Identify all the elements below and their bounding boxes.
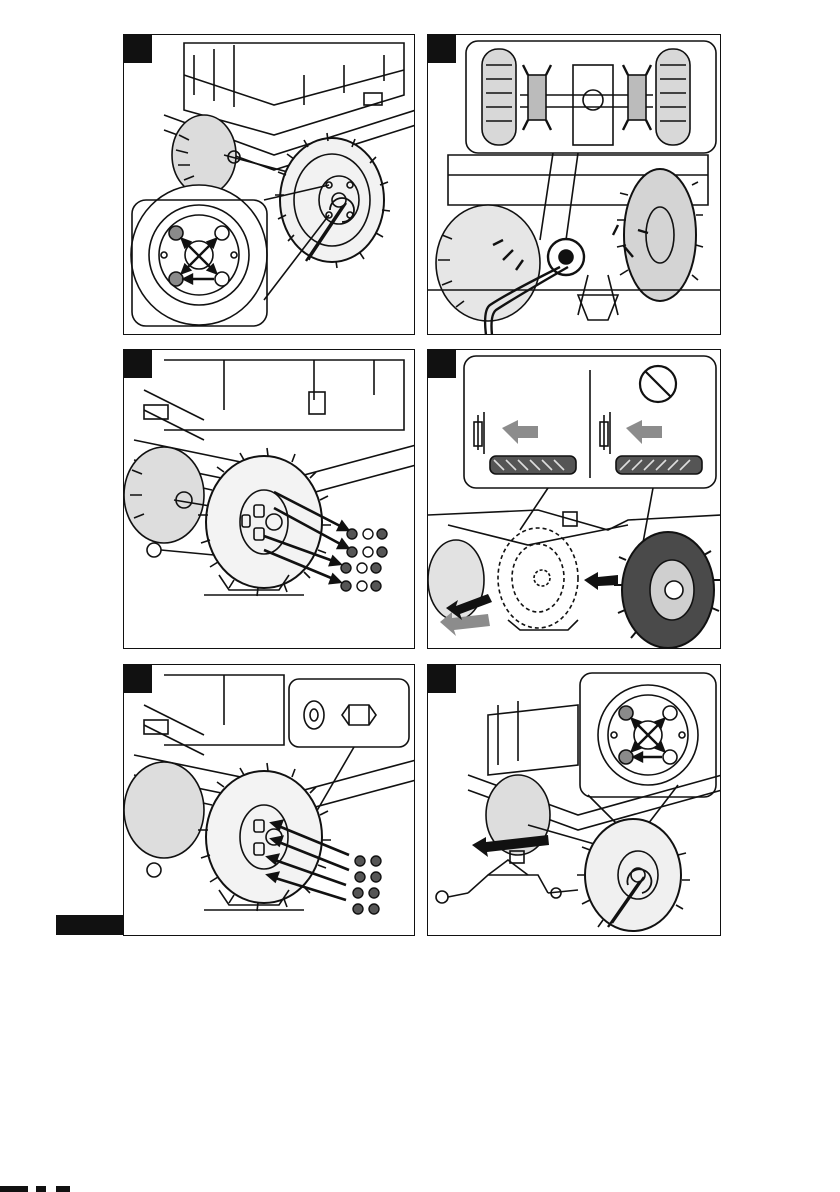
section-tab (56, 915, 124, 935)
install-lug-nuts-illustration (124, 665, 415, 936)
step-6-panel (427, 664, 721, 936)
step-4-panel (427, 349, 721, 649)
step-2-panel (427, 34, 721, 335)
lower-and-tighten-illustration (428, 665, 721, 936)
step-3-panel (123, 349, 415, 649)
jack-up-vehicle-illustration (428, 35, 721, 335)
mount-wheel-illustration (428, 350, 721, 649)
loosen-lug-nuts-illustration (124, 35, 415, 335)
step-1-panel (123, 34, 415, 335)
page-marker (0, 1186, 70, 1192)
remove-lug-nuts-illustration (124, 350, 415, 649)
step-5-panel (123, 664, 415, 936)
